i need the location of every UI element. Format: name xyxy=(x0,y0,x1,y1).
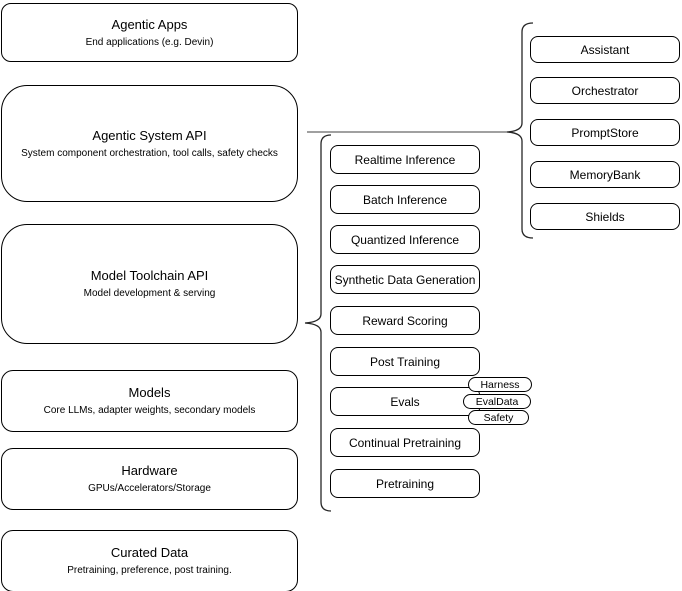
node-model-toolchain-api: Model Toolchain API Model development & … xyxy=(1,224,298,344)
evals-tag-label: EvalData xyxy=(475,395,519,408)
toolchain-node-label: Quantized Inference xyxy=(350,232,460,247)
toolchain-node-label: Realtime Inference xyxy=(354,152,456,167)
toolchain-node-pretraining: Pretraining xyxy=(330,469,480,498)
evals-tag-label: Safety xyxy=(483,411,514,424)
node-title: Model Toolchain API xyxy=(90,268,209,283)
evals-tag-evaldata: EvalData xyxy=(463,394,531,409)
system-component-assistant: Assistant xyxy=(530,36,680,63)
toolchain-node-label: Reward Scoring xyxy=(362,313,448,328)
node-subtitle: System component orchestration, tool cal… xyxy=(21,147,278,159)
toolchain-node-continual-pretraining: Continual Pretraining xyxy=(330,428,480,457)
system-component-shields: Shields xyxy=(530,203,680,230)
node-agentic-apps: Agentic Apps End applications (e.g. Devi… xyxy=(1,3,298,62)
node-title: Agentic Apps xyxy=(111,16,188,32)
node-title: Models xyxy=(128,385,171,400)
system-component-label: Shields xyxy=(585,209,625,224)
toolchain-brace xyxy=(304,134,332,512)
node-subtitle: Pretraining, preference, post training. xyxy=(67,565,232,576)
toolchain-node-realtime-inference: Realtime Inference xyxy=(330,145,480,174)
evals-tag-harness: Harness xyxy=(468,377,532,392)
system-component-orchestrator: Orchestrator xyxy=(530,77,680,104)
node-title: Agentic System API xyxy=(92,127,207,143)
toolchain-node-label: Pretraining xyxy=(375,476,435,491)
system-component-label: MemoryBank xyxy=(569,167,641,182)
node-subtitle: Core LLMs, adapter weights, secondary mo… xyxy=(43,405,256,416)
system-component-promptstore: PromptStore xyxy=(530,119,680,146)
toolchain-node-label: Evals xyxy=(390,394,420,409)
toolchain-node-batch-inference: Batch Inference xyxy=(330,185,480,214)
evals-tag-label: Harness xyxy=(480,378,520,391)
node-title: Curated Data xyxy=(110,545,189,560)
node-title: Hardware xyxy=(121,463,178,478)
system-component-label: PromptStore xyxy=(571,125,639,140)
system-component-label: Assistant xyxy=(580,42,630,57)
system-component-label: Orchestrator xyxy=(571,83,639,98)
node-agentic-system-api: Agentic System API System component orch… xyxy=(1,85,298,202)
toolchain-node-synthetic-data-generation: Synthetic Data Generation xyxy=(330,265,480,294)
node-models: Models Core LLMs, adapter weights, secon… xyxy=(1,370,298,432)
toolchain-node-label: Batch Inference xyxy=(362,192,448,207)
node-hardware: Hardware GPUs/Accelerators/Storage xyxy=(1,448,298,510)
node-subtitle: Model development & serving xyxy=(83,288,216,299)
toolchain-node-evals: Evals xyxy=(330,387,480,416)
toolchain-node-quantized-inference: Quantized Inference xyxy=(330,225,480,254)
toolchain-node-label: Synthetic Data Generation xyxy=(334,272,476,287)
toolchain-node-label: Continual Pretraining xyxy=(348,435,462,450)
evals-tag-safety: Safety xyxy=(468,410,529,425)
node-subtitle: GPUs/Accelerators/Storage xyxy=(88,483,211,494)
system-component-memorybank: MemoryBank xyxy=(530,161,680,188)
node-curated-data: Curated Data Pretraining, preference, po… xyxy=(1,530,298,591)
toolchain-node-post-training: Post Training xyxy=(330,347,480,376)
toolchain-node-reward-scoring: Reward Scoring xyxy=(330,306,480,335)
toolchain-node-label: Post Training xyxy=(369,354,441,369)
node-subtitle: End applications (e.g. Devin) xyxy=(85,36,214,48)
